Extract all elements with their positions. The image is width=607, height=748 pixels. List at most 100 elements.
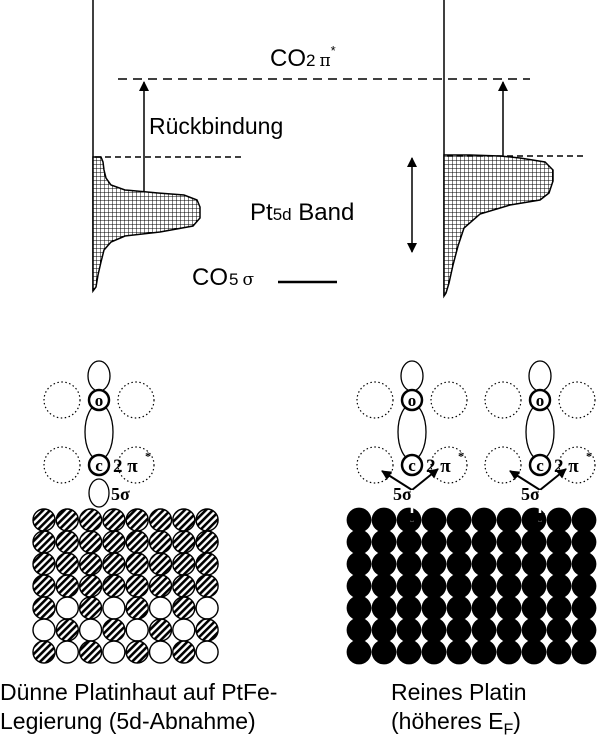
pt-atom bbox=[546, 617, 572, 643]
pt-atom bbox=[371, 617, 397, 643]
o-outer-lobe bbox=[400, 360, 424, 392]
5sigma-label: 5σ bbox=[521, 484, 540, 504]
bond-lobe bbox=[397, 403, 427, 461]
pt-atom bbox=[195, 530, 219, 554]
pt-atom bbox=[346, 639, 372, 665]
oxygen-atom bbox=[528, 388, 552, 412]
pi-orbital-lobe bbox=[430, 381, 468, 419]
pt-atom bbox=[546, 573, 572, 599]
carbon-symbol: c bbox=[408, 456, 416, 475]
caption-left-line2: Legierung (5d-Abnahme) bbox=[0, 708, 256, 734]
pt-atom bbox=[396, 573, 422, 599]
caption-right-line1: Reines Platin bbox=[391, 679, 527, 705]
pt-atom bbox=[32, 508, 56, 532]
pt-atom bbox=[148, 508, 173, 532]
fe-atom bbox=[195, 596, 219, 620]
oxygen-atom bbox=[87, 388, 111, 412]
pt-atom bbox=[148, 618, 173, 642]
pt-atom bbox=[421, 507, 447, 533]
pt-atom bbox=[102, 508, 126, 532]
pi-orbital-lobe bbox=[43, 381, 81, 419]
pt-atom bbox=[521, 595, 547, 621]
pt-atom bbox=[421, 595, 447, 621]
pi-orbital-lobe bbox=[484, 381, 522, 419]
caption-right-line2: (höheres EF) bbox=[391, 708, 521, 739]
pt-atom bbox=[521, 529, 547, 555]
pt-atom bbox=[195, 574, 219, 598]
pt-atom bbox=[396, 507, 422, 533]
pi-orbital-lobe bbox=[430, 446, 468, 484]
pt-atom bbox=[55, 508, 80, 532]
pt-atom bbox=[496, 639, 522, 665]
arrow-5sigma-left-2 bbox=[509, 470, 541, 491]
carbon-symbol: c bbox=[95, 456, 103, 475]
pt-atom bbox=[571, 639, 597, 665]
pt-atom bbox=[471, 573, 497, 599]
2pi-star-label: 2 π bbox=[426, 456, 451, 477]
pi-orbital-lobe bbox=[117, 446, 155, 484]
pt-atom bbox=[78, 530, 103, 554]
pt-atom bbox=[471, 551, 497, 577]
pt5d-dos-thin-skin bbox=[92, 156, 201, 294]
carbon-atom bbox=[400, 453, 424, 477]
5sigma-label: 5σ bbox=[393, 484, 412, 504]
pt-atom bbox=[148, 552, 173, 576]
rueckbindung-label: Rückbindung bbox=[149, 113, 283, 139]
pt-atom bbox=[446, 529, 472, 555]
pt-atom bbox=[346, 595, 372, 621]
pt-atom bbox=[371, 507, 397, 533]
5sigma-lobe bbox=[88, 478, 110, 508]
pt-atom bbox=[32, 530, 56, 554]
pi-orbital-lobe bbox=[43, 446, 81, 484]
pt-atom bbox=[125, 552, 149, 576]
pt-atom bbox=[172, 640, 196, 664]
pt-atom bbox=[571, 529, 597, 555]
bond-lobe bbox=[84, 403, 114, 461]
2pi-star-label: 2 π bbox=[554, 456, 579, 477]
pt-atom bbox=[496, 529, 522, 555]
pt-atom bbox=[172, 508, 196, 532]
pt-atom bbox=[172, 596, 196, 620]
pt-atom bbox=[571, 595, 597, 621]
pt-atom bbox=[496, 573, 522, 599]
pt-atom bbox=[346, 573, 372, 599]
pt-atom bbox=[172, 530, 196, 554]
fe-atom bbox=[55, 640, 80, 664]
fe-atom bbox=[125, 618, 149, 642]
pt-atom bbox=[102, 552, 126, 576]
pt-atom bbox=[521, 639, 547, 665]
pt-atom bbox=[496, 507, 522, 533]
pt-atom bbox=[172, 574, 196, 598]
carbon-atom bbox=[528, 453, 552, 477]
pt-atom bbox=[546, 507, 572, 533]
2pi-star-superscript: * bbox=[458, 449, 464, 463]
pt-atom bbox=[421, 573, 447, 599]
fe-atom bbox=[102, 640, 126, 664]
fe-atom bbox=[55, 596, 80, 620]
pt-atom bbox=[571, 573, 597, 599]
pt-atom bbox=[446, 639, 472, 665]
donation-arrows bbox=[381, 468, 567, 523]
pt-atom bbox=[421, 617, 447, 643]
thin-pt-skin-lattice bbox=[32, 508, 219, 664]
pt-atom bbox=[346, 507, 372, 533]
pt-atom bbox=[396, 595, 422, 621]
pt-atom bbox=[78, 574, 103, 598]
pt-atom bbox=[471, 595, 497, 621]
bond-lobe bbox=[525, 403, 555, 461]
pt-atom bbox=[78, 596, 103, 620]
pt-atom bbox=[125, 596, 149, 620]
fe-atom bbox=[78, 618, 103, 642]
pt-atom bbox=[446, 617, 472, 643]
pt-atom bbox=[521, 617, 547, 643]
carbon-atom bbox=[87, 453, 111, 477]
pt5d-band-label: Pt5d Band bbox=[250, 199, 354, 226]
pt-atom bbox=[32, 574, 56, 598]
2pi-star-label: 2 π bbox=[113, 456, 138, 477]
pt-atom bbox=[446, 573, 472, 599]
pt-atom bbox=[148, 530, 173, 554]
